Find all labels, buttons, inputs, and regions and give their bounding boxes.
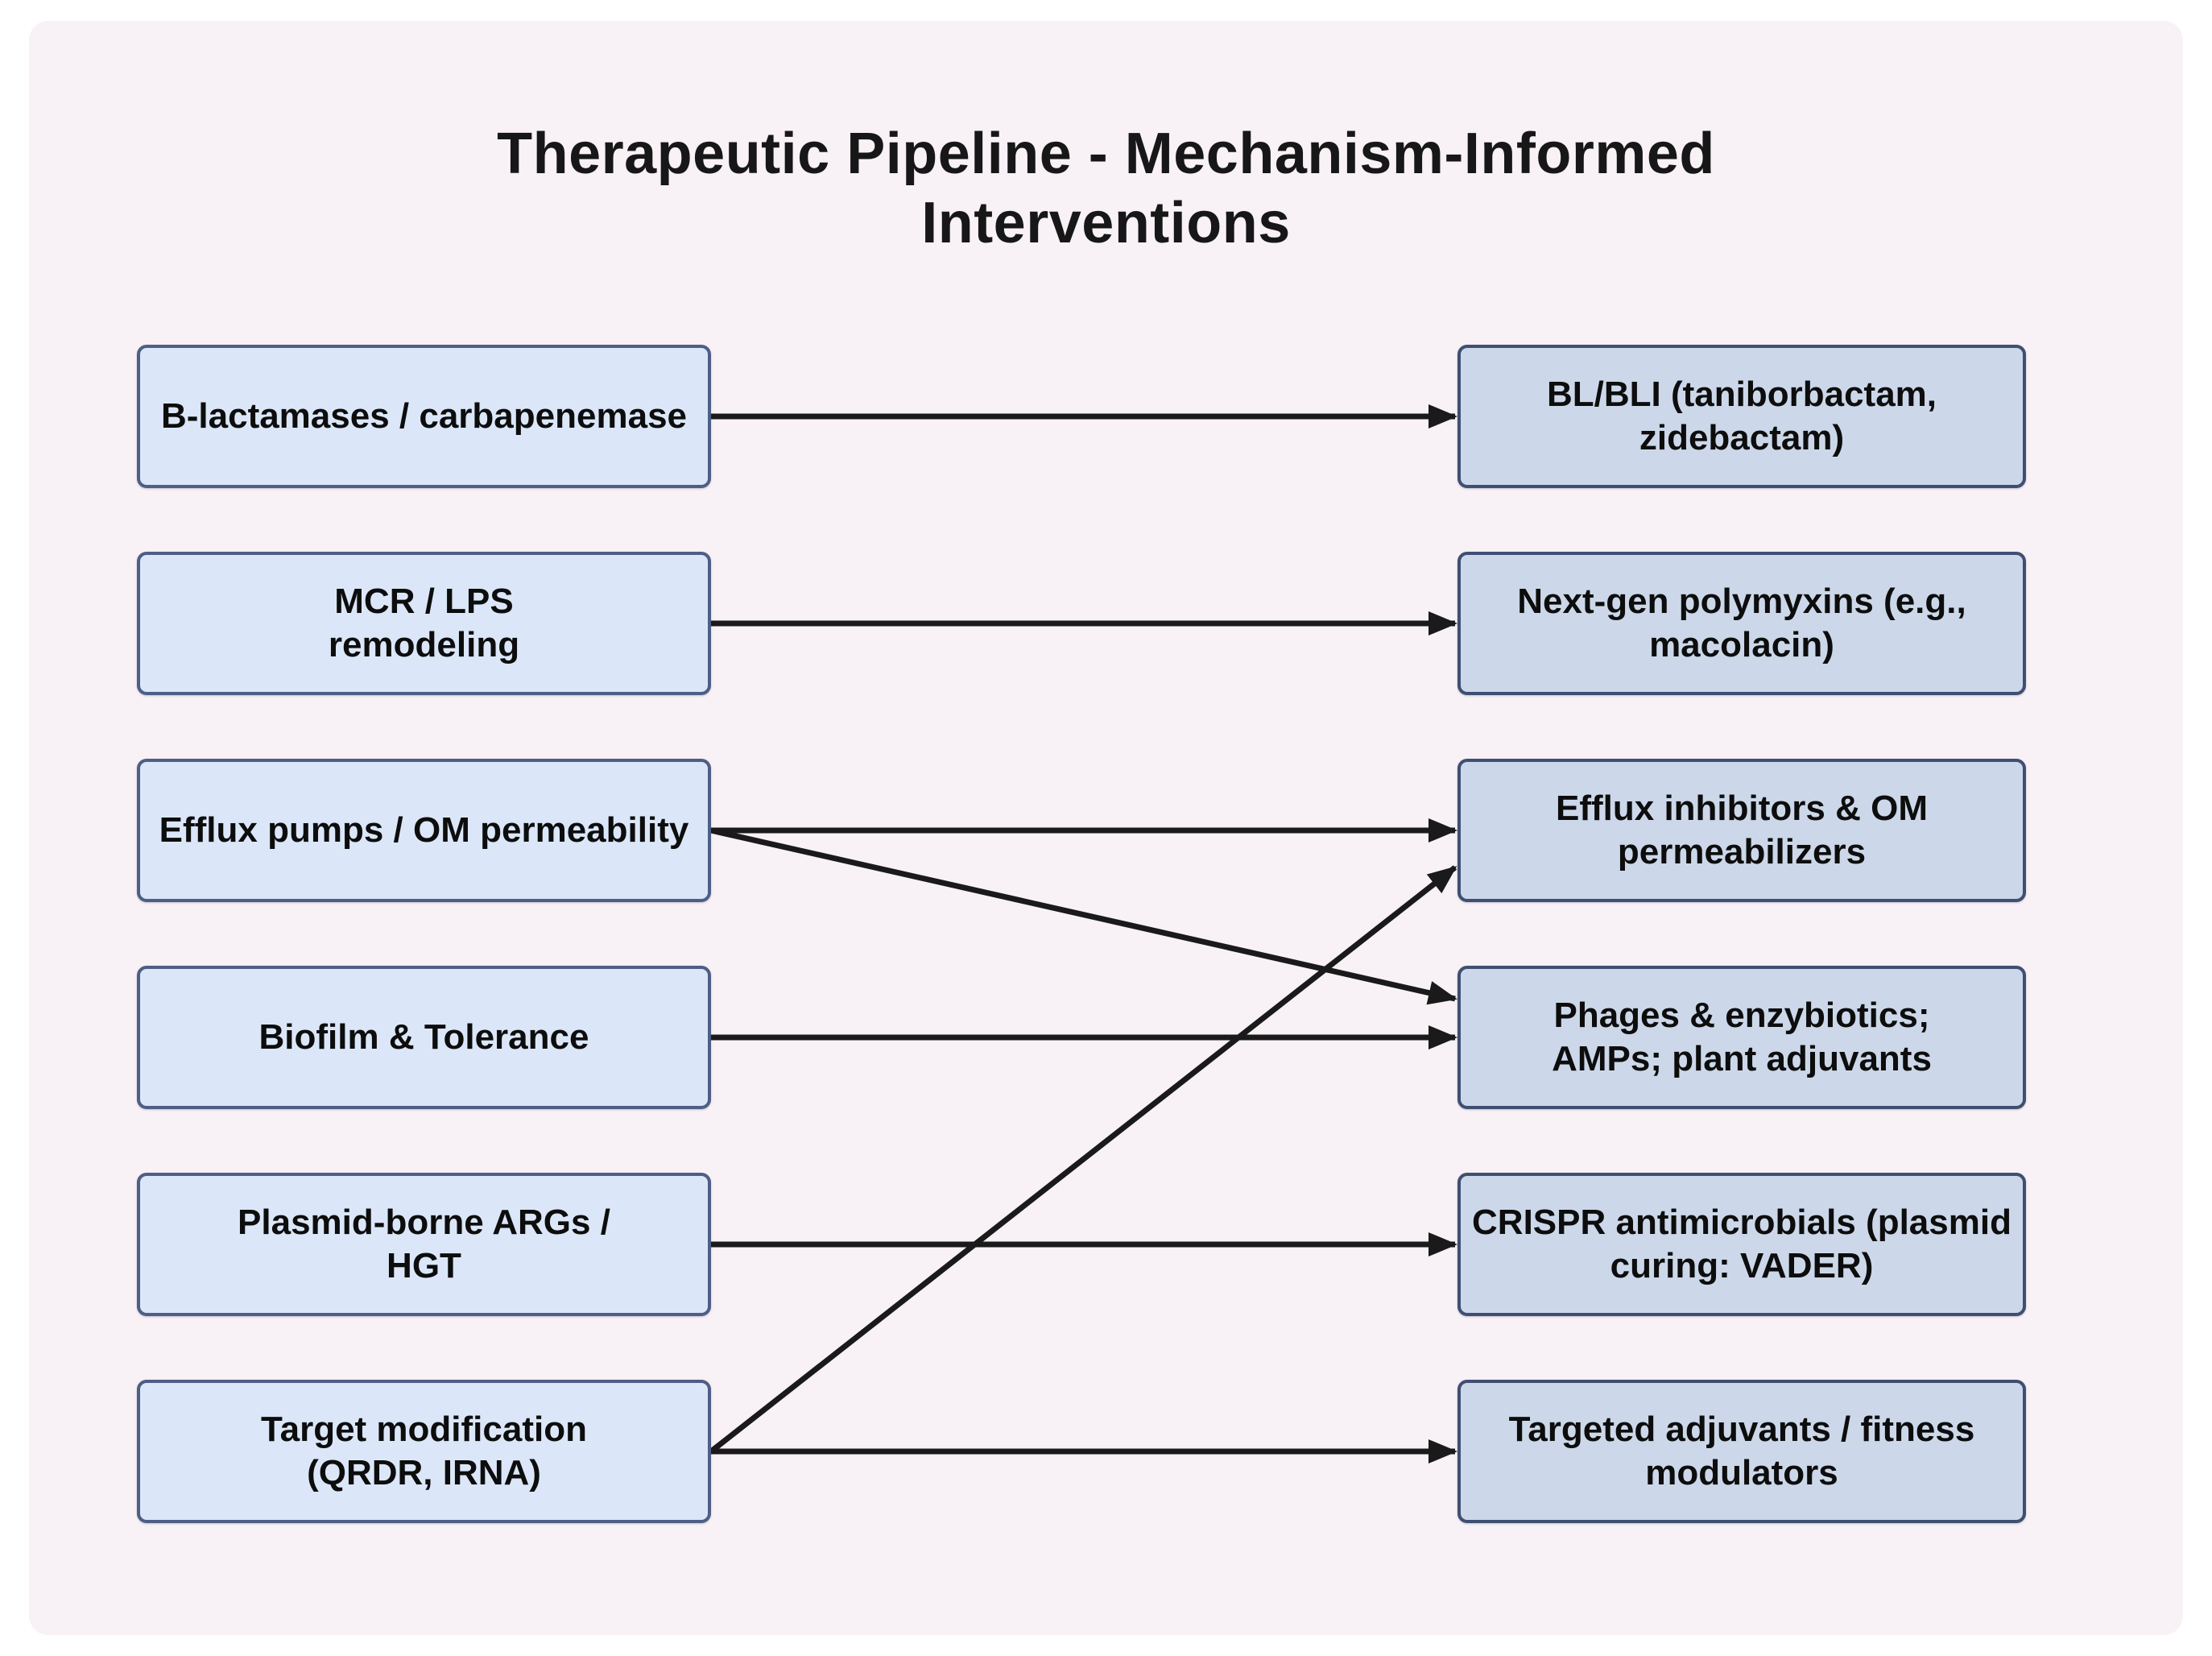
node-bl-bli: BL/BLI (taniborbactam, zidebactam)	[1457, 345, 2026, 488]
node-label-line: Plasmid-borne ARGs /	[238, 1203, 610, 1242]
node-label-line: HGT	[387, 1246, 461, 1285]
node-efflux-inhibitors: Efflux inhibitors & OM permeabilizers	[1457, 759, 2026, 902]
page-title-line1: Therapeutic Pipeline - Mechanism-Informe…	[497, 122, 1715, 186]
node-label-line: Biofilm & Tolerance	[258, 1017, 589, 1057]
node-label-line: macolacin)	[1649, 625, 1834, 664]
node-label-line: permeabilizers	[1617, 832, 1867, 871]
node-label-line: Target modification	[261, 1410, 587, 1449]
node-next-gen-polymyxins: Next-gen polymyxins (e.g., macolacin)	[1457, 552, 2026, 695]
node-label-line: Efflux pumps / OM permeability	[159, 810, 689, 850]
node-label-line: MCR / LPS	[334, 582, 514, 621]
node-mcr-lps: MCR / LPS remodeling	[137, 552, 711, 695]
node-targeted-adjuvants: Targeted adjuvants / fitness modulators	[1457, 1380, 2026, 1523]
node-target-modification: Target modification (QRDR, IRNA)	[137, 1380, 711, 1523]
node-label-line: zidebactam)	[1639, 418, 1845, 457]
page-title: Therapeutic Pipeline - Mechanism-Informe…	[0, 119, 2212, 258]
page-title-line2: Interventions	[921, 191, 1291, 255]
node-label-line: (QRDR, IRNA)	[307, 1453, 541, 1492]
node-label-line: CRISPR antimicrobials (plasmid	[1472, 1203, 2011, 1242]
node-label-line: Efflux inhibitors & OM	[1556, 789, 1928, 828]
node-label-line: AMPs; plant adjuvants	[1552, 1039, 1932, 1078]
node-plasmid-args: Plasmid-borne ARGs / HGT	[137, 1173, 711, 1316]
node-label-line: modulators	[1645, 1453, 1838, 1492]
node-b-lactamases: B-lactamases / carbapenemase	[137, 345, 711, 488]
node-label-line: B-lactamases / carbapenemase	[160, 396, 688, 436]
node-label-line: curing: VADER)	[1610, 1246, 1874, 1285]
node-crispr-antimicrobials: CRISPR antimicrobials (plasmid curing: VA…	[1457, 1173, 2026, 1316]
node-phages-enzybiotics: Phages & enzybiotics; AMPs; plant adjuvan…	[1457, 966, 2026, 1109]
node-label-line: BL/BLI (taniborbactam,	[1546, 375, 1937, 414]
node-biofilm-tolerance: Biofilm & Tolerance	[137, 966, 711, 1109]
node-label-line: Targeted adjuvants / fitness	[1508, 1410, 1975, 1449]
node-efflux-pumps: Efflux pumps / OM permeability	[137, 759, 711, 902]
node-label-line: remodeling	[328, 625, 520, 664]
node-label-line: Next-gen polymyxins (e.g.,	[1517, 582, 1966, 621]
node-label-line: Phages & enzybiotics;	[1553, 996, 1930, 1035]
